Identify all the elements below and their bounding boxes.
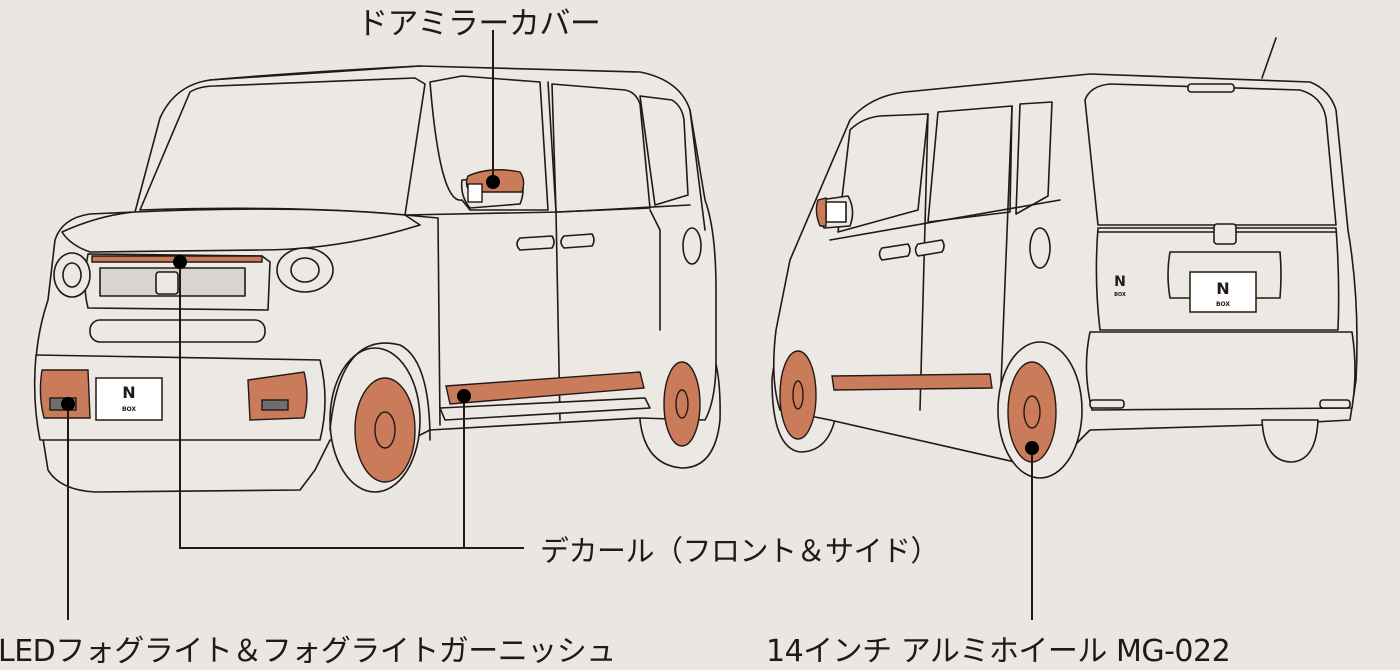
rear-car-quarter-window <box>1015 101 1053 215</box>
front-car-emblem <box>155 271 179 295</box>
front-car-accessories <box>39 169 701 483</box>
front-car-hood <box>61 208 421 253</box>
decal-dot <box>173 255 187 269</box>
front-plate-sub: BOX <box>122 406 136 413</box>
rear-license-plate: N BOX <box>1189 271 1257 313</box>
fog-dot <box>61 397 75 411</box>
front-car-lower-grille <box>89 319 266 343</box>
leader-lines <box>67 30 1033 620</box>
side-decal-dot <box>457 389 471 403</box>
svg-text:N: N <box>1114 274 1126 290</box>
rear-car-emblem <box>1213 223 1237 245</box>
rear-plate-sub: BOX <box>1216 301 1230 308</box>
front-car-door-handle <box>516 235 555 251</box>
decal-label: デカール（フロント＆サイド） <box>540 534 940 568</box>
fog-light-right-highlight <box>247 371 308 421</box>
rear-plate-logo: N <box>1216 279 1229 298</box>
front-plate-logo: N <box>122 383 135 402</box>
rear-car-slide-window <box>927 105 1013 223</box>
mirror-dot <box>486 175 500 189</box>
front-license-plate: N BOX <box>95 377 163 421</box>
door-mirror-cover-label: ドアミラーカバー <box>357 6 601 42</box>
front-wheel-highlight <box>354 377 416 483</box>
rear-car-bumper <box>1085 331 1356 411</box>
rear-front-wheel-highlight <box>779 350 817 440</box>
rear-car-antenna <box>1261 37 1277 79</box>
rear-car-front-window <box>837 113 929 233</box>
leader-dots <box>61 175 1039 455</box>
fog-light-left-highlight <box>39 369 91 419</box>
rear-car-accessories <box>779 197 1057 463</box>
front-car-door-handle <box>560 233 595 249</box>
svg-text:BOX: BOX <box>1114 292 1126 298</box>
rear-tailgate-badge: N BOX <box>1114 274 1126 298</box>
rear-car-door-handle <box>878 243 911 261</box>
front-car-slide-window <box>551 83 651 213</box>
rear-car-high-stop <box>1187 83 1235 93</box>
rear-mirror-cover-highlight <box>815 197 827 227</box>
rear-view-car <box>771 37 1358 479</box>
fog-light-label: LEDフォグライト＆フォグライトガーニッシュ <box>0 634 616 669</box>
rear-side-decal-highlight <box>831 373 993 391</box>
wheel-dot <box>1025 441 1039 455</box>
decal-leader <box>179 262 524 549</box>
rear-car-rear-window <box>1084 83 1337 226</box>
rear-car-door-handle <box>914 239 945 257</box>
side-decal-highlight <box>445 371 645 405</box>
rear-wheel-highlight <box>663 361 701 447</box>
wheel-label: 14インチ アルミホイール MG-022 <box>766 634 1231 669</box>
front-car-rear-quarter-window <box>639 95 689 206</box>
